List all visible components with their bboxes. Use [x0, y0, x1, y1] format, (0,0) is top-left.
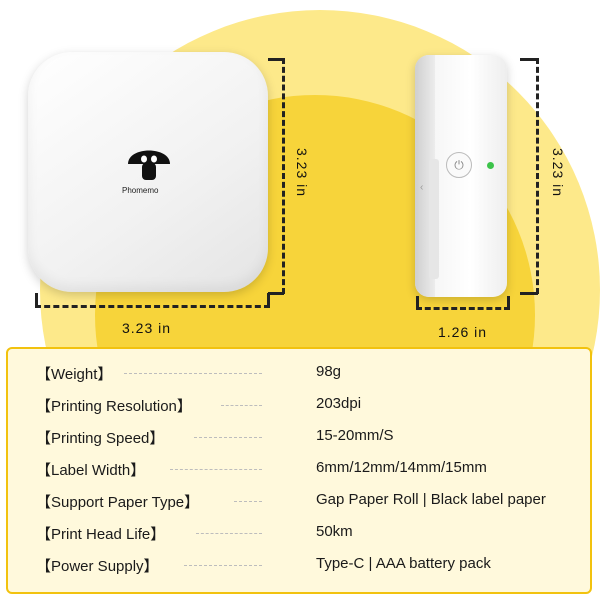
leader-line [234, 501, 262, 502]
front-width-line [35, 305, 270, 308]
leader-line [194, 437, 262, 438]
spec-value: 50km [316, 523, 353, 540]
paper-slot [429, 159, 439, 279]
spec-label: 【Print Head Life】 [36, 526, 166, 543]
spec-value: 15-20mm/S [316, 427, 394, 444]
spec-label: 【Support Paper Type】 [36, 494, 200, 511]
mushroom-logo-icon [128, 150, 170, 180]
spec-row-paper-type: 【Support Paper Type】 Gap Paper Roll | Bl… [36, 489, 580, 513]
side-height-tick-top [520, 58, 538, 61]
leader-line [196, 533, 262, 534]
front-width-tick-right [267, 293, 270, 307]
side-depth-label: 1.26 in [438, 324, 488, 340]
spec-row-label-width: 【Label Width】 6mm/12mm/14mm/15mm [36, 457, 580, 481]
spec-value: Gap Paper Roll | Black label paper [316, 491, 546, 508]
side-height-line [536, 58, 539, 294]
front-height-tick-bottom [268, 292, 284, 295]
brand-name: Phomemo [122, 186, 159, 195]
spec-row-speed: 【Printing Speed】 15-20mm/S [36, 425, 580, 449]
front-height-tick-top [268, 58, 284, 61]
side-depth-tick-right [507, 296, 510, 309]
front-height-line [282, 58, 285, 294]
side-height-tick-bottom [520, 292, 538, 295]
spec-label: 【Printing Speed】 [36, 430, 165, 447]
spec-row-power: 【Power Supply】 Type-C | AAA battery pack [36, 553, 580, 577]
spec-label: 【Printing Resolution】 [36, 398, 192, 415]
chevron-left-icon: ‹ [420, 182, 424, 193]
spec-row-weight: 【Weight】 98g [36, 361, 580, 385]
spec-row-head-life: 【Print Head Life】 50km [36, 521, 580, 545]
spec-value: 6mm/12mm/14mm/15mm [316, 459, 487, 476]
leader-line [221, 405, 262, 406]
front-height-label: 3.23 in [294, 148, 310, 198]
power-icon: ⏻ [446, 152, 472, 178]
side-depth-line [416, 307, 510, 310]
status-led [487, 162, 494, 169]
spec-value: 203dpi [316, 395, 362, 412]
front-width-tick-left [35, 293, 38, 307]
spec-label: 【Label Width】 [36, 462, 146, 479]
spec-label: 【Power Supply】 [36, 558, 159, 575]
spec-value: 98g [316, 363, 342, 380]
printer-side-view [415, 55, 507, 297]
side-height-label: 3.23 in [550, 148, 566, 198]
leader-line [184, 565, 262, 566]
leader-line [170, 469, 262, 470]
spec-row-resolution: 【Printing Resolution】 203dpi [36, 393, 580, 417]
spec-label: 【Weight】 [36, 366, 113, 383]
front-width-label: 3.23 in [122, 320, 172, 336]
side-depth-tick-left [416, 296, 419, 309]
spec-panel: 【Weight】 98g 【Printing Resolution】 203dp… [6, 347, 592, 594]
spec-value: Type-C | AAA battery pack [316, 555, 491, 572]
leader-line [124, 373, 262, 374]
